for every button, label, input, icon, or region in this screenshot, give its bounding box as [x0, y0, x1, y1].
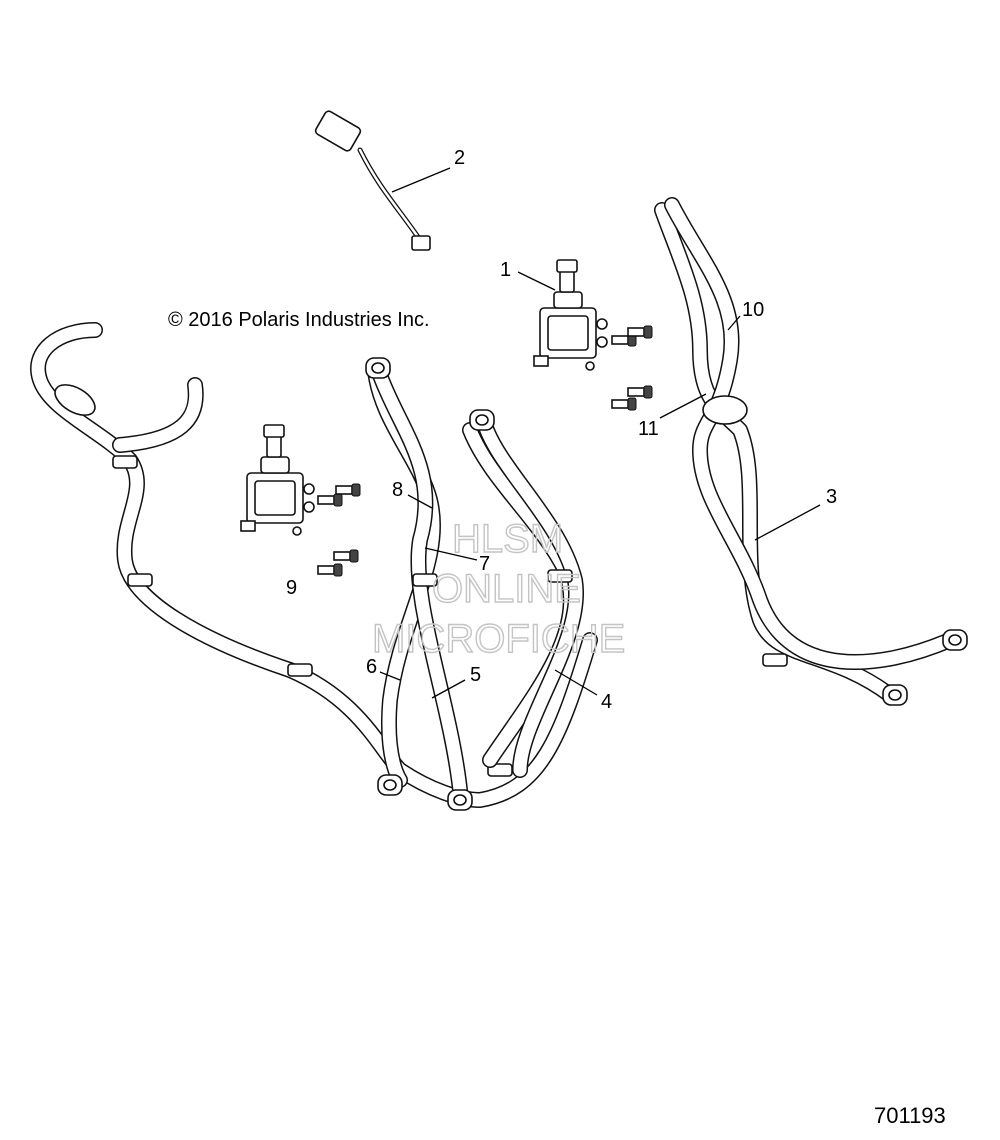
main-harness-cable — [30, 322, 598, 808]
copyright-notice: © 2016 Polaris Industries Inc. — [168, 309, 430, 331]
watermark-line-1: HLSM — [452, 517, 563, 561]
watermark-line-2: ONLINE — [432, 567, 581, 611]
leader-lines — [379, 167, 821, 699]
callout-8: 8 — [392, 479, 403, 501]
callout-7: 7 — [479, 553, 490, 575]
sensor-part-2 — [314, 110, 431, 251]
callout-2: 2 — [454, 147, 465, 169]
callout-11: 11 — [638, 418, 659, 440]
callout-5: 5 — [470, 664, 481, 686]
diagram-id: 701193 — [874, 1103, 946, 1128]
watermark: HLSM ONLINE MICROFICHE — [371, 516, 626, 661]
callout-3: 3 — [826, 486, 837, 508]
center-cables — [365, 357, 585, 811]
callout-10: 10 — [742, 299, 764, 321]
right-cables — [654, 197, 968, 706]
callout-6: 6 — [366, 656, 377, 678]
callout-1: 1 — [500, 259, 511, 281]
callouts: 1 2 3 4 5 6 7 8 9 10 11 — [286, 147, 837, 713]
solenoid-part-9 — [240, 424, 361, 577]
callout-9: 9 — [286, 577, 297, 599]
callout-4: 4 — [601, 691, 612, 713]
watermark-line-3: MICROFICHE — [372, 617, 625, 661]
solenoid-part-1 — [533, 259, 653, 411]
